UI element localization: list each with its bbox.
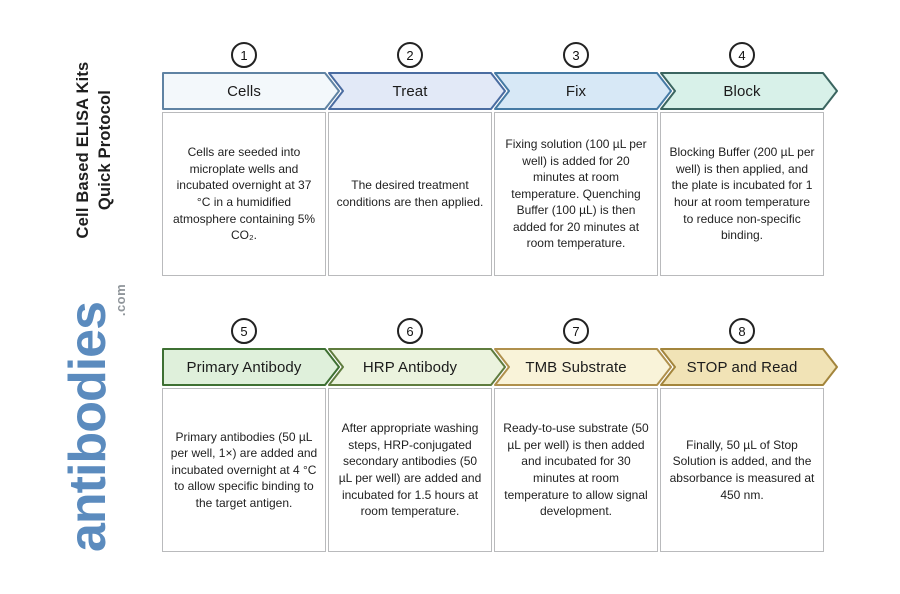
step-description-box: Fixing solution (100 µL per well) is add… <box>494 112 658 276</box>
step-arrow-header: HRP Antibody <box>328 348 506 386</box>
arrow-shape-icon <box>328 72 506 110</box>
step-cell-4: 4 Block Blocking Buffer (200 µL per well… <box>660 42 838 282</box>
step-number-badge: 5 <box>231 318 257 344</box>
page-title-line1: Cell Based ELISA Kits <box>74 61 92 239</box>
step-cell-5: 5 Primary Antibody Primary antibodies (5… <box>162 318 340 558</box>
step-description-box: The desired treatment conditions are the… <box>328 112 492 276</box>
step-arrow-header: Cells <box>162 72 340 110</box>
step-number: 2 <box>406 47 414 63</box>
step-arrow-header: STOP and Read <box>660 348 838 386</box>
arrow-shape-icon <box>494 72 672 110</box>
step-number: 8 <box>738 323 746 339</box>
page-title-line2: Quick Protocol <box>96 89 114 211</box>
step-label: Primary Antibody <box>186 358 302 376</box>
step-label: Cells <box>227 82 261 100</box>
step-arrow-header: Fix <box>494 72 672 110</box>
step-number: 3 <box>572 47 580 63</box>
step-label: Block <box>723 82 761 100</box>
step-description-box: After appropriate washing steps, HRP-con… <box>328 388 492 552</box>
step-number-badge: 1 <box>231 42 257 68</box>
step-description: Fixing solution (100 µL per well) is add… <box>505 137 647 251</box>
step-description-box: Finally, 50 µL of Stop Solution is added… <box>660 388 824 552</box>
step-arrow-header: Block <box>660 72 838 110</box>
step-number: 6 <box>406 323 414 339</box>
brand-logo: antibodies <box>59 301 117 553</box>
step-label: HRP Antibody <box>362 358 458 376</box>
step-cell-1: 1 Cells Cells are seeded into microplate… <box>162 42 340 282</box>
step-arrow-header: Treat <box>328 72 506 110</box>
step-number-badge: 8 <box>729 318 755 344</box>
step-number: 1 <box>240 47 248 63</box>
step-number-badge: 7 <box>563 318 589 344</box>
step-number: 4 <box>738 47 746 63</box>
step-description: Cells are seeded into microplate wells a… <box>172 145 316 243</box>
protocol-row-1: 1 Cells Cells are seeded into microplate… <box>162 42 854 282</box>
step-description: Blocking Buffer (200 µL per well) is the… <box>669 145 815 243</box>
step-arrow-header: TMB Substrate <box>494 348 672 386</box>
step-label: STOP and Read <box>686 358 798 376</box>
step-arrow-header: Primary Antibody <box>162 348 340 386</box>
step-cell-2: 2 Treat The desired treatment conditions… <box>328 42 506 282</box>
arrow-shape-icon <box>494 348 672 386</box>
arrow-shape-icon <box>162 348 340 386</box>
step-description: Primary antibodies (50 µL per well, 1×) … <box>170 429 318 510</box>
page-title: Cell Based ELISA Kits Quick Protocol <box>72 30 118 270</box>
arrow-shape-icon <box>660 348 838 386</box>
arrow-shape-icon <box>660 72 838 110</box>
arrow-shape-icon <box>162 72 340 110</box>
step-cell-6: 6 HRP Antibody After appropriate washing… <box>328 318 506 558</box>
step-number-badge: 6 <box>397 318 423 344</box>
step-number-badge: 2 <box>397 42 423 68</box>
step-description-box: Ready-to-use substrate (50 µL per well) … <box>494 388 658 552</box>
step-description: Finally, 50 µL of Stop Solution is added… <box>669 437 815 502</box>
step-number-badge: 3 <box>563 42 589 68</box>
step-cell-7: 7 TMB Substrate Ready-to-use substrate (… <box>494 318 672 558</box>
step-cell-8: 8 STOP and Read Finally, 50 µL of Stop S… <box>660 318 838 558</box>
step-description-box: Cells are seeded into microplate wells a… <box>162 112 326 276</box>
step-description-box: Primary antibodies (50 µL per well, 1×) … <box>162 388 326 552</box>
step-label: TMB Substrate <box>525 358 627 376</box>
arrow-shape-icon <box>328 348 506 386</box>
step-description: After appropriate washing steps, HRP-con… <box>338 421 482 519</box>
step-number: 5 <box>240 323 248 339</box>
brand-logo-suffix: .com <box>113 283 128 317</box>
step-description-box: Blocking Buffer (200 µL per well) is the… <box>660 112 824 276</box>
step-label: Treat <box>392 82 428 100</box>
step-label: Fix <box>565 82 587 100</box>
step-number-badge: 4 <box>729 42 755 68</box>
protocol-row-2: 5 Primary Antibody Primary antibodies (5… <box>162 318 854 558</box>
step-description: Ready-to-use substrate (50 µL per well) … <box>503 421 649 519</box>
step-cell-3: 3 Fix Fixing solution (100 µL per well) … <box>494 42 672 282</box>
step-description: The desired treatment conditions are the… <box>336 178 484 209</box>
step-number: 7 <box>572 323 580 339</box>
